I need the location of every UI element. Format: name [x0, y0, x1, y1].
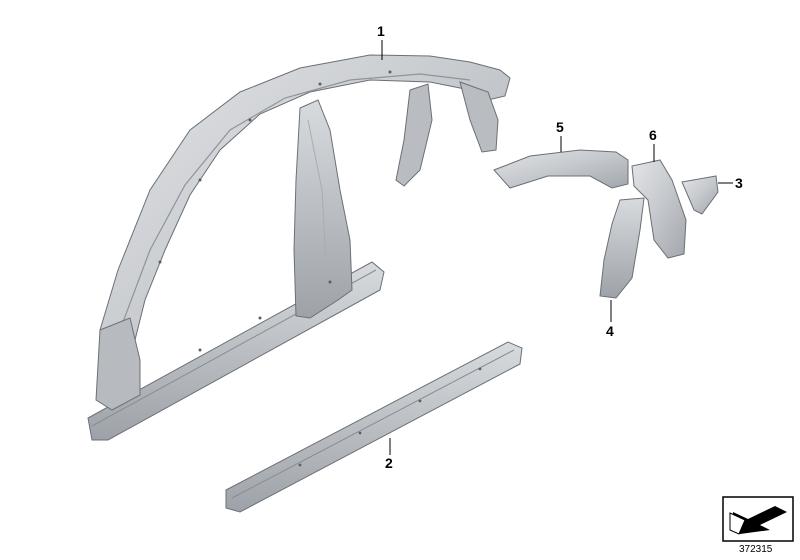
part-1-side-frame[interactable] [87, 54, 511, 441]
part-4-lower-pillar[interactable] [599, 197, 645, 299]
callout-5: 5 [556, 119, 564, 135]
leader-lines [381, 40, 733, 455]
orientation-arrow-icon [722, 496, 794, 542]
callout-4: 4 [606, 323, 614, 339]
callout-1: 1 [377, 23, 385, 39]
part-6-rear-bracket[interactable] [631, 159, 687, 259]
part-5-wheel-arch-rail[interactable] [493, 149, 629, 189]
part-3-gusset[interactable] [681, 175, 719, 215]
diagram-number: 372315 [739, 544, 773, 555]
callout-6: 6 [649, 127, 657, 143]
part-2-sill-reinforcement[interactable] [225, 341, 523, 513]
callout-3: 3 [735, 175, 743, 191]
callout-2: 2 [385, 455, 393, 471]
